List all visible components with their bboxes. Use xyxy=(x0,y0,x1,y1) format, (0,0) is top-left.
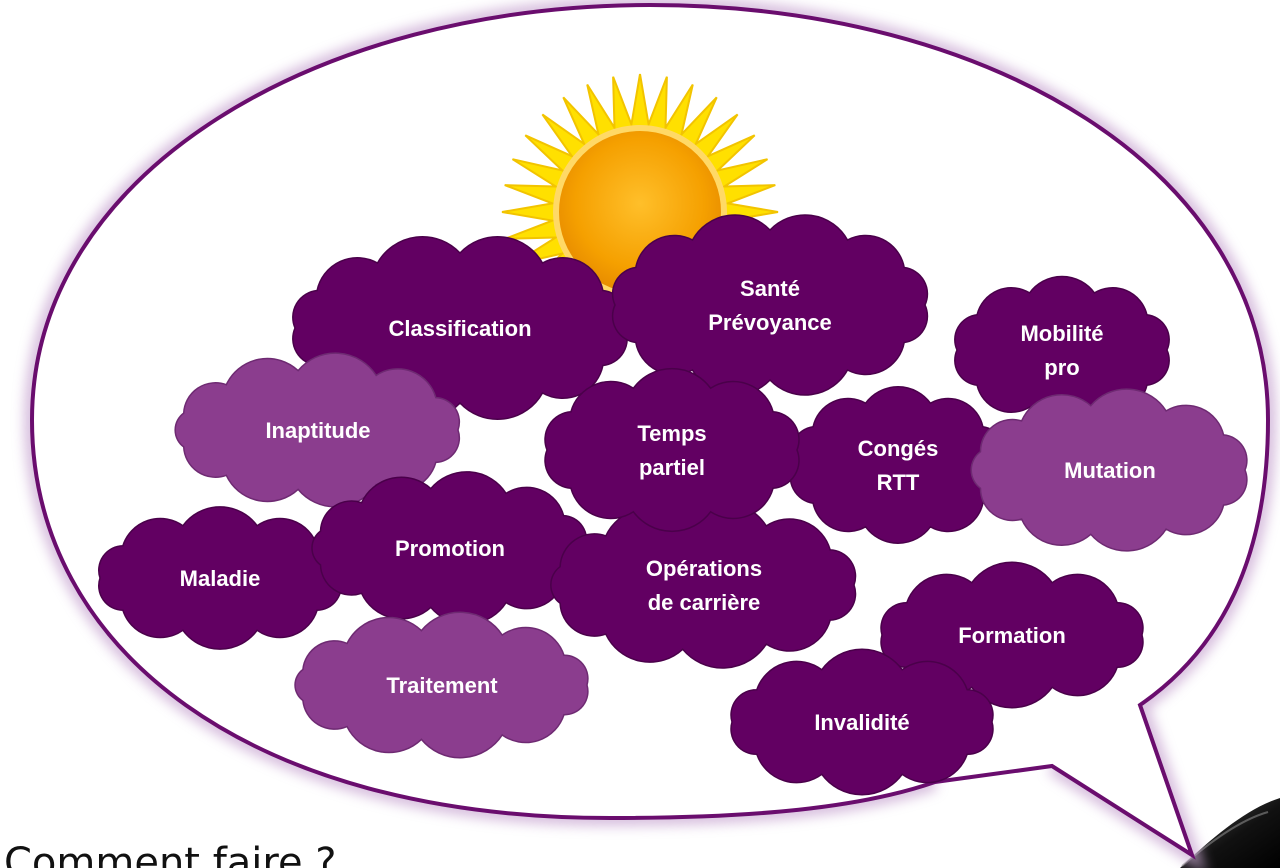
cloud-label-traitement: Traitement xyxy=(386,673,498,698)
cloud-label-temps-1: Temps xyxy=(637,421,706,446)
cloud-classification: Classification xyxy=(292,236,628,420)
cloud-operations: Opérations de carrière xyxy=(550,501,857,669)
cloud-shape-operations xyxy=(550,501,857,669)
cloud-label-inaptitude: Inaptitude xyxy=(265,418,370,443)
cloud-shape-traitement xyxy=(294,611,589,759)
cloud-label-promotion: Promotion xyxy=(395,536,505,561)
cloud-label-mobilite-2: pro xyxy=(1044,355,1079,380)
cloud-label-operations-1: Opérations xyxy=(646,556,762,581)
cloud-promotion: Promotion xyxy=(311,471,588,625)
cloud-mutation: Mutation xyxy=(970,388,1248,552)
cloud-invalidite: Invalidité xyxy=(730,648,994,796)
cloud-label-conges-2: RTT xyxy=(877,470,920,495)
cloud-shape-promotion xyxy=(311,471,588,625)
cloud-traitement: Traitement xyxy=(294,611,589,759)
cloud-label-temps-2: partiel xyxy=(639,455,705,480)
cloud-shape-mutation xyxy=(970,388,1248,552)
cloud-inaptitude: Inaptitude xyxy=(174,352,461,508)
cloud-label-sante-2: Prévoyance xyxy=(708,310,832,335)
cloud-label-maladie: Maladie xyxy=(180,566,261,591)
cloud-label-mutation: Mutation xyxy=(1064,458,1156,483)
cloud-shape-sante xyxy=(611,214,929,396)
cloud-shape-invalidite xyxy=(730,648,994,796)
cloud-shape-temps xyxy=(544,367,800,533)
cloud-shape-classification xyxy=(292,236,628,420)
cloud-label-formation: Formation xyxy=(958,623,1066,648)
cloud-label-classification: Classification xyxy=(388,316,531,341)
cloud-label-mobilite-1: Mobilité xyxy=(1020,321,1103,346)
cloud-temps: Temps partiel xyxy=(544,367,800,533)
cloud-label-sante-1: Santé xyxy=(740,276,800,301)
cloud-label-conges-1: Congés xyxy=(858,436,939,461)
cloud-shape-maladie xyxy=(98,506,342,650)
cloud-label-operations-2: de carrière xyxy=(648,590,761,615)
caption: Comment faire ? xyxy=(4,840,337,868)
cloud-label-invalidite: Invalidité xyxy=(814,710,909,735)
cloud-maladie: Maladie xyxy=(98,506,342,650)
